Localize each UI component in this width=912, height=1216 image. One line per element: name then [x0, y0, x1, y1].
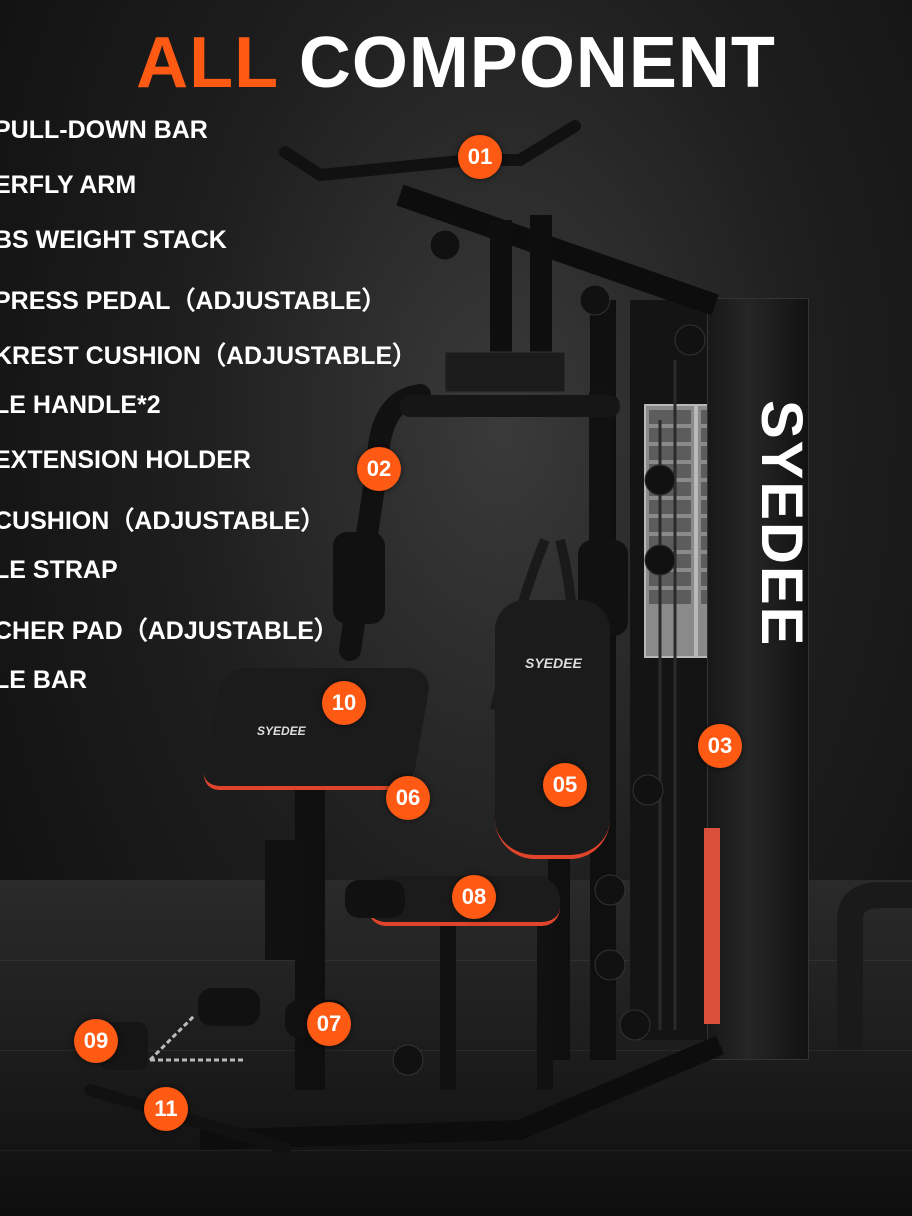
pulley	[392, 1044, 424, 1076]
pulley	[632, 774, 664, 806]
component-badge: 05	[543, 763, 587, 807]
legend-item: PULL-DOWN BAR	[0, 116, 208, 144]
component-badge: 09	[74, 1019, 118, 1063]
handle-chain	[148, 1013, 197, 1062]
legend-item: LE BAR	[0, 666, 88, 694]
leg-roller	[345, 880, 405, 918]
component-badge: 06	[386, 776, 430, 820]
leg-roller	[198, 988, 260, 1026]
component-badge: 11	[144, 1087, 188, 1131]
legend-item: EXTENSION HOLDER	[0, 446, 251, 474]
legend-item: KREST CUSHION（ADJUSTABLE）	[0, 342, 418, 370]
page-title: ALL COMPONENT	[0, 22, 912, 104]
pulley	[644, 544, 676, 576]
weight-plates	[704, 828, 720, 1024]
exercise-chart-sheet	[644, 404, 696, 658]
legend-item: ERFLY ARM	[0, 171, 137, 199]
stand-frame	[837, 882, 912, 1050]
backrest-cushion	[495, 600, 610, 859]
pulley	[619, 1009, 651, 1041]
preacher-pad-brand: SYEDEE	[257, 724, 306, 738]
pulley	[429, 229, 461, 261]
title-main: COMPONENT	[298, 23, 776, 103]
component-badge: 02	[357, 447, 401, 491]
arm-crossbar	[400, 395, 620, 417]
legend-item: PRESS PEDAL（ADJUSTABLE）	[0, 287, 387, 315]
component-badge: 08	[452, 875, 496, 919]
pulley	[594, 949, 626, 981]
base-frame	[199, 1035, 724, 1150]
vertical-post	[490, 220, 512, 370]
component-badge: 03	[698, 724, 742, 768]
seat-support	[440, 910, 553, 1090]
legend-item: LE STRAP	[0, 556, 118, 584]
straight-bar	[84, 1084, 291, 1154]
floor-line	[0, 1150, 912, 1151]
component-badge: 10	[322, 681, 366, 725]
top-beam	[396, 184, 719, 316]
legend-item: CUSHION（ADJUSTABLE）	[0, 507, 326, 535]
legend-item: CHER PAD（ADJUSTABLE）	[0, 617, 339, 645]
title-accent: ALL	[136, 23, 278, 103]
pulley	[644, 464, 676, 496]
pivot-housing	[444, 351, 566, 393]
pulley	[579, 284, 611, 316]
component-badge: 01	[458, 135, 502, 179]
legend-item: BS WEIGHT STACK	[0, 226, 227, 254]
arm-foam-pad	[333, 532, 385, 624]
vertical-post	[530, 215, 552, 365]
leg-post	[265, 840, 305, 960]
backrest-brand: SYEDEE	[525, 655, 582, 671]
legend-item: LE HANDLE*2	[0, 391, 161, 419]
brand-logo: SYEDEE	[749, 400, 814, 648]
lat-pulldown-bar	[279, 120, 581, 182]
pulley	[674, 324, 706, 356]
component-badge: 07	[307, 1002, 351, 1046]
preacher-pad	[201, 668, 433, 790]
weight-stack-tower	[707, 298, 809, 1060]
pulley	[594, 874, 626, 906]
